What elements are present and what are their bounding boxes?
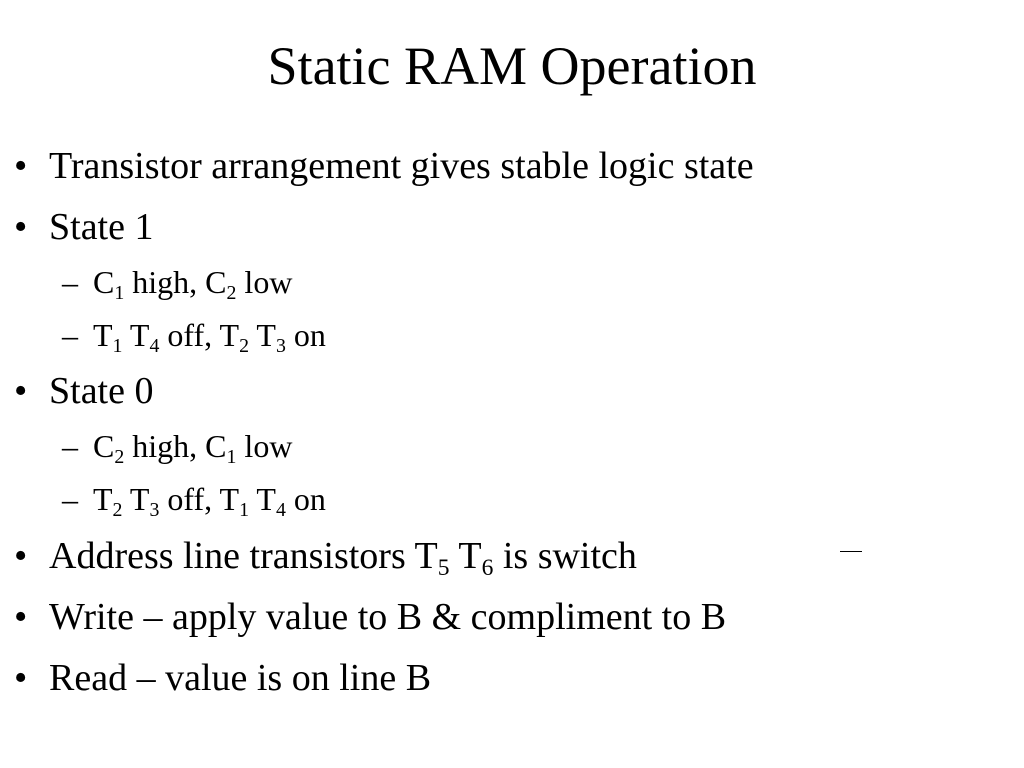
slide-title: Static RAM Operation	[267, 36, 757, 96]
sub-text-part: C	[93, 428, 115, 464]
bullet-item: • Transistor arrangement gives stable log…	[14, 143, 754, 189]
bullet-icon: •	[14, 535, 28, 577]
sub-text-part: T	[122, 317, 150, 353]
bullet-item: • State 0	[14, 368, 153, 414]
sub-bullet-item: –C1 high, C2 low	[62, 262, 293, 304]
bullet-text: is switch	[493, 535, 637, 577]
subscript: 1	[226, 445, 237, 468]
sub-text-part: on	[285, 317, 326, 353]
bullet-item: • Address line transistors T5 T6 is switc…	[14, 533, 637, 582]
sub-text-part: low	[236, 264, 293, 300]
dash-icon: –	[62, 428, 78, 464]
sub-text-part: T	[248, 317, 276, 353]
subscript: 4	[275, 498, 286, 521]
bullet-text: State 0	[49, 370, 154, 412]
bullet-text: Write – apply value to B & compliment to…	[49, 596, 727, 638]
subscript: 6	[481, 555, 494, 582]
sub-text-part: on	[285, 481, 326, 517]
bullet-text: Read – value is on line B	[49, 657, 432, 699]
bullet-icon: •	[14, 657, 28, 699]
sub-text-part: high, C	[124, 428, 227, 464]
subscript: 1	[239, 498, 249, 521]
subscript: 2	[226, 281, 237, 304]
sub-text-part: low	[236, 428, 293, 464]
subscript: 3	[149, 498, 160, 521]
sub-bullet-item: –T2 T3 off, T1 T4 on	[62, 479, 326, 521]
sub-text-part: C	[93, 264, 115, 300]
subscript: 4	[149, 334, 160, 357]
dash-icon: –	[62, 264, 78, 300]
sub-text-part: off, T	[159, 317, 240, 353]
dash-icon: –	[62, 481, 78, 517]
sub-bullet-item: –C2 high, C1 low	[62, 426, 293, 468]
bullet-icon: •	[14, 206, 28, 248]
subscript: 5	[437, 555, 450, 582]
subscript: 2	[239, 334, 249, 357]
subscript: 1	[114, 281, 125, 304]
sub-text-part: T	[93, 481, 113, 517]
subscript: 2	[112, 498, 123, 521]
sub-text-part: T	[248, 481, 276, 517]
bullet-item: • State 1	[14, 204, 153, 250]
complement-overbar	[840, 551, 862, 552]
bullet-text: Transistor arrangement gives stable logi…	[49, 145, 754, 187]
bullet-icon: •	[14, 596, 28, 638]
bullet-text: State 1	[49, 206, 154, 248]
subscript: 1	[112, 334, 123, 357]
subscript: 3	[275, 334, 286, 357]
sub-text-part: T	[93, 317, 113, 353]
bullet-icon: •	[14, 370, 28, 412]
sub-bullet-item: –T1 T4 off, T2 T3 on	[62, 315, 326, 357]
subscript: 2	[114, 445, 125, 468]
dash-icon: –	[62, 317, 78, 353]
bullet-item: • Write – apply value to B & compliment t…	[14, 594, 726, 640]
bullet-item: • Read – value is on line B	[14, 655, 431, 701]
bullet-text: T	[449, 535, 482, 577]
sub-text-part: off, T	[159, 481, 240, 517]
sub-text-part: T	[122, 481, 150, 517]
bullet-icon: •	[14, 145, 28, 187]
bullet-text: Address line transistors T	[49, 535, 438, 577]
sub-text-part: high, C	[124, 264, 227, 300]
